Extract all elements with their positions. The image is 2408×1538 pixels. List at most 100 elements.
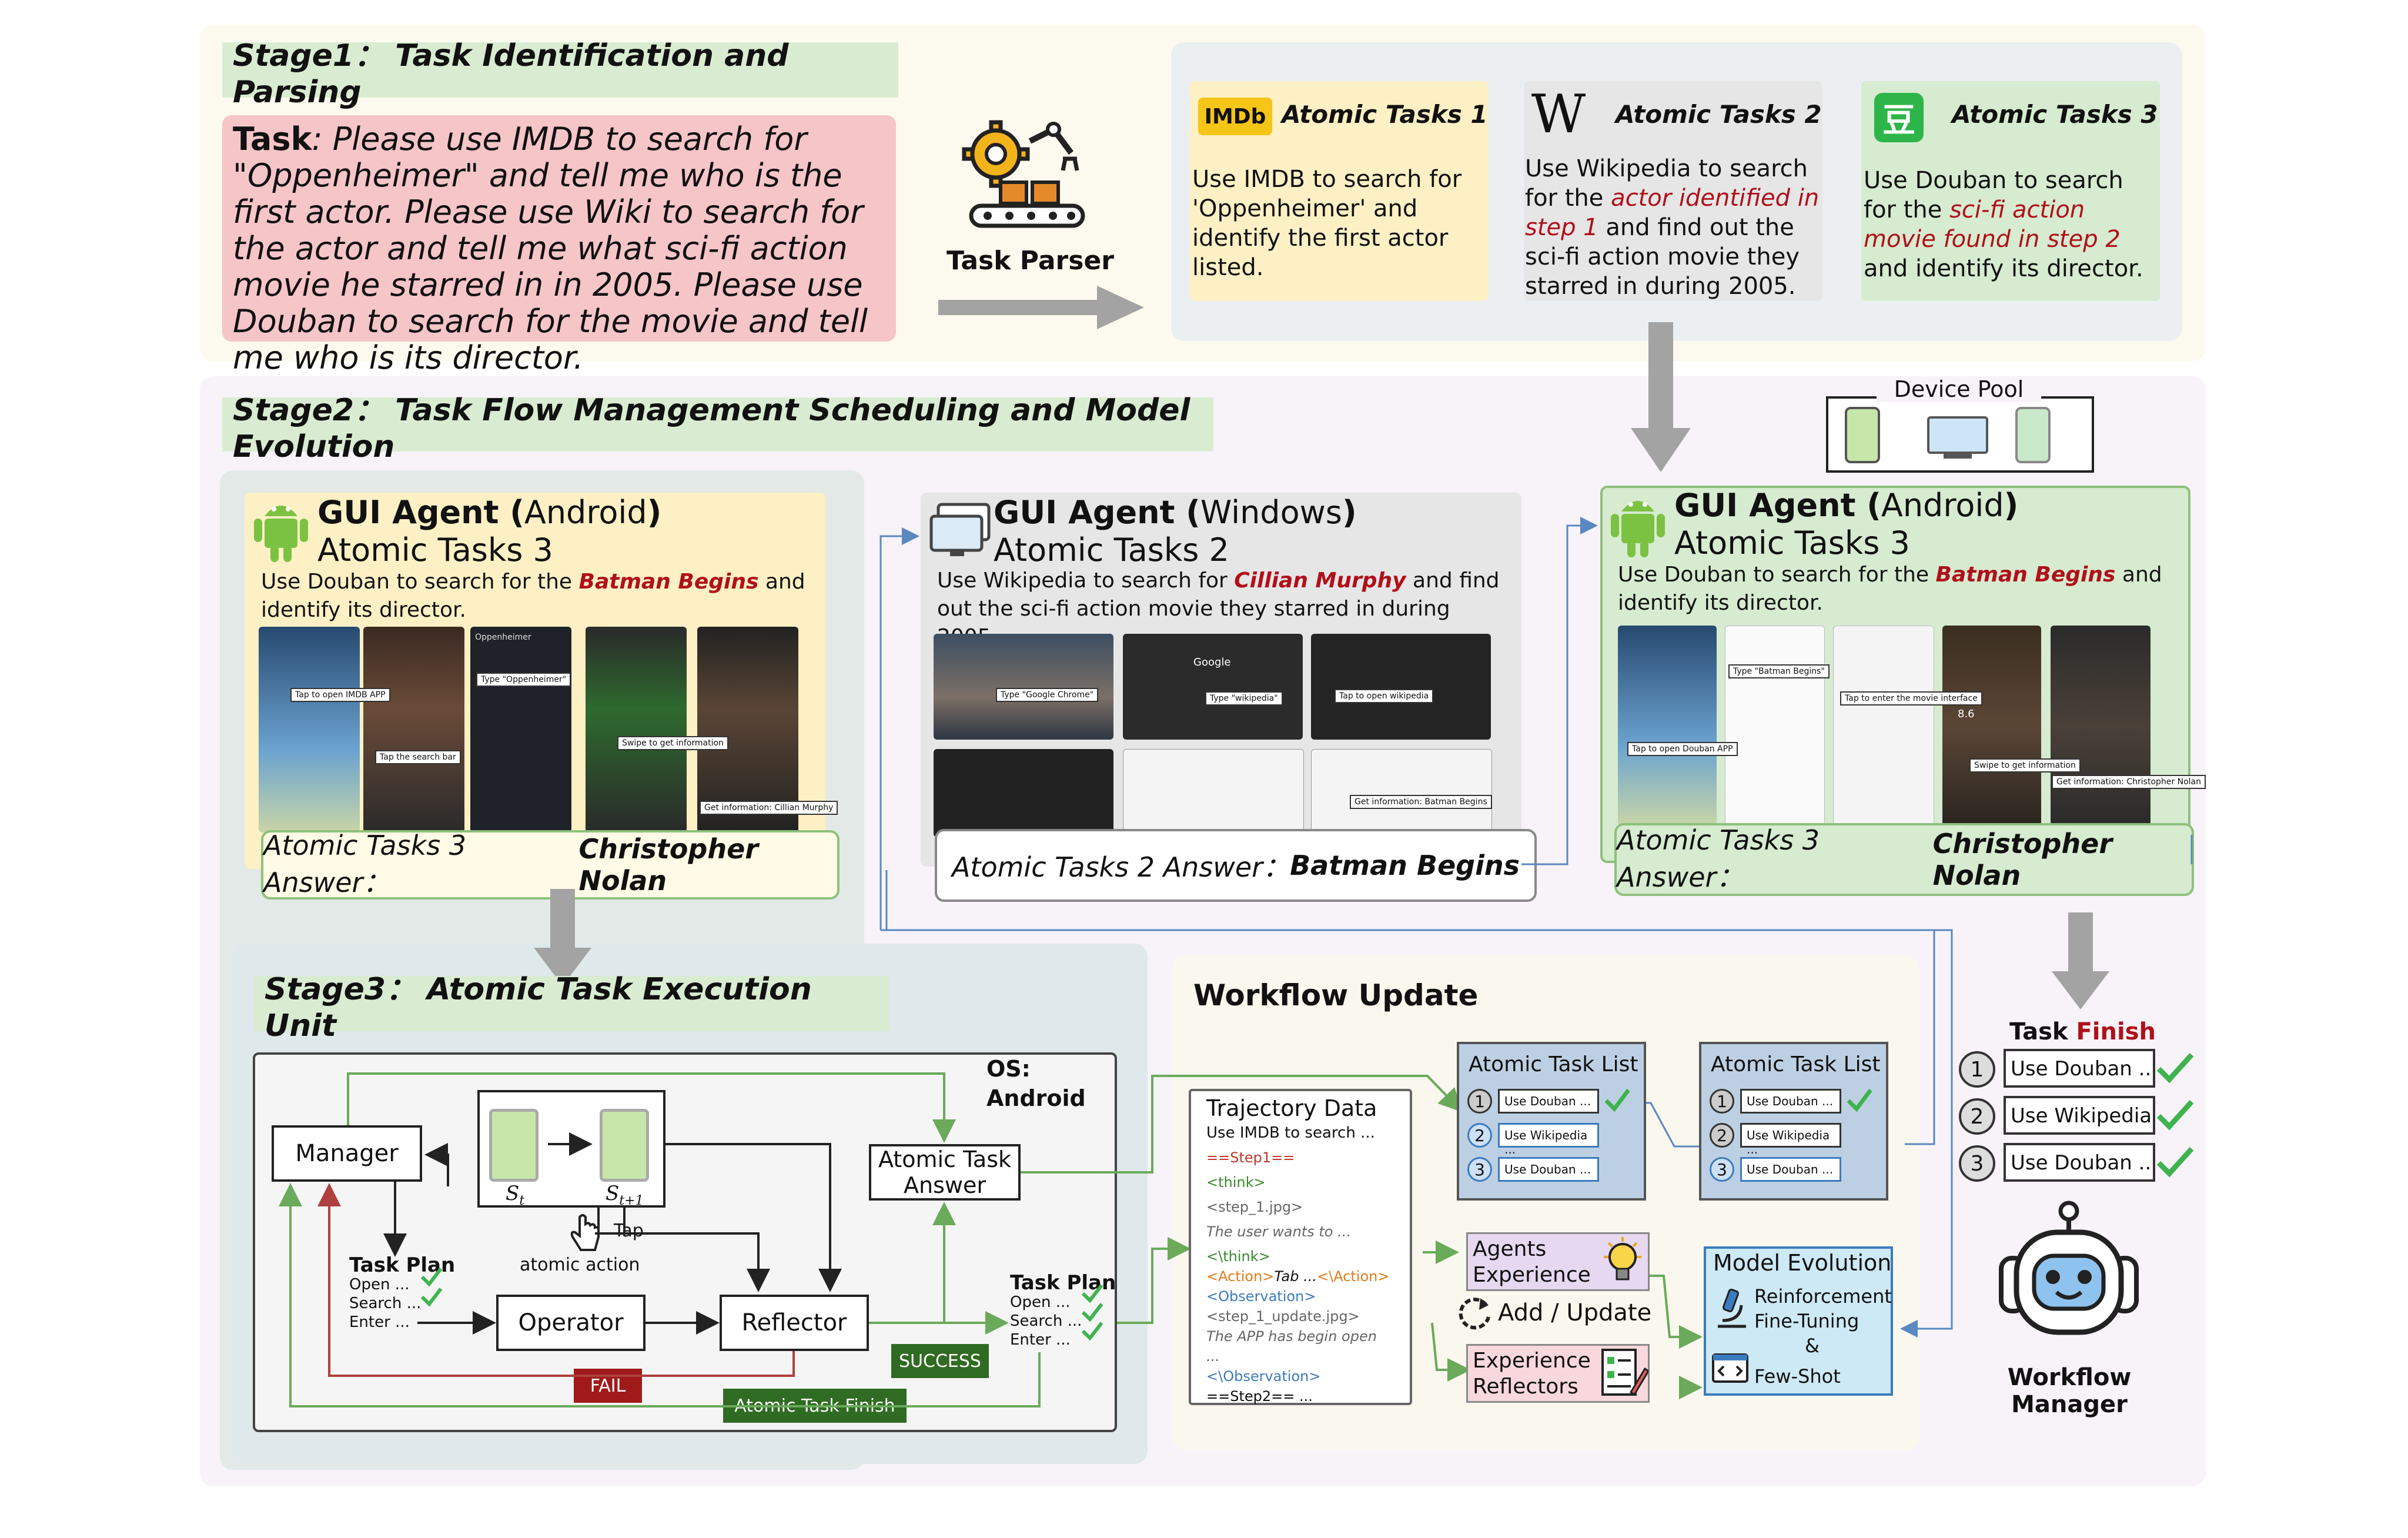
agent-mid-screen-5 [1123, 749, 1304, 838]
code-icon [1711, 1352, 1750, 1385]
agent-right-rating: 8.6 [1958, 708, 1975, 720]
task-description: Task: Please use IMDB to search for "Opp… [222, 115, 896, 376]
plan-right-item-1: Open ... [1010, 1293, 1071, 1311]
fail-badge: FAIL [574, 1369, 642, 1403]
agent-left-screen-4 [586, 627, 687, 832]
task-finish-title: Task Finish [2009, 1018, 2156, 1045]
parser-arrow [938, 281, 1150, 334]
trajectory-line-11: <\Observation> [1206, 1368, 1321, 1385]
agent-right-subtitle: Atomic Tasks 3 [1674, 524, 1910, 561]
task-finish-title-a: Task [2009, 1018, 2076, 1045]
trajectory-line-4: <step_1.jpg> [1206, 1199, 1303, 1215]
atomic-task-answer-line-2: Answer [904, 1172, 986, 1198]
task-parser-label: Task Parser [947, 246, 1114, 276]
refresh-icon [1454, 1293, 1493, 1332]
agent-right-name-c: ) [2004, 487, 2019, 524]
finish-item-3: Use Douban ... [2004, 1143, 2155, 1182]
agent-right-screen-5 [2051, 626, 2151, 825]
task-list-2-check-icon [1847, 1088, 1872, 1112]
state-t-label: St [506, 1182, 524, 1208]
agent-right-screen-1 [1618, 626, 1717, 825]
plan-right-item-2: Search ... [1010, 1312, 1082, 1330]
state-t1-phone [600, 1109, 649, 1182]
agent-left-name-a: GUI Agent ( [317, 494, 524, 531]
device-pool-icons [1840, 406, 2087, 464]
agent-mid-answer-a: Atomic Tasks 2 Answer： [951, 851, 1290, 883]
model-evolution-line-2: Fine-Tuning [1754, 1310, 1859, 1332]
agent-mid-desc-a: Use Wikipedia to search for [937, 569, 1235, 593]
finish-check-icons [2156, 1052, 2194, 1178]
plan-left-item-3: Enter ... [349, 1313, 410, 1331]
task-list-1-check-icon [1604, 1088, 1630, 1112]
imdb-logo-icon: IMDb [1198, 98, 1272, 135]
atomic-task-1-title: Atomic Tasks 1 [1282, 100, 1488, 129]
android-icon [1608, 493, 1667, 559]
agent-left-note-5: Get information: Cillian Murphy [700, 801, 838, 815]
task-label: Task [233, 121, 312, 158]
agent-right-note-4: Swipe to get information [1969, 758, 2081, 773]
agent-left-answer-b: Christopher Nolan [578, 833, 758, 897]
agent-left-note-4: Swipe to get information [617, 736, 728, 750]
trajectory-line-5: The user wants to ... [1206, 1223, 1351, 1240]
trajectory-action-close: <\Action> [1317, 1268, 1390, 1285]
plan-right-title: Task Plan [1010, 1271, 1116, 1295]
trajectory-action-body: Tab ... [1274, 1268, 1317, 1285]
agent-right-screen-4 [1942, 626, 2041, 825]
success-badge: SUCCESS [891, 1344, 989, 1378]
agent-mid-screen-6 [1311, 749, 1492, 838]
agent-mid-screen-1 [934, 634, 1113, 740]
task-list-1-num-2: 2 [1467, 1123, 1492, 1148]
task-list-1-item-2: Use Wikipedia ... [1498, 1123, 1599, 1156]
lightbulb-icon [1599, 1235, 1646, 1288]
agent-left-note-3: Tap the search bar [375, 750, 461, 764]
task-text: : Please use IMDB to search for "Oppenhe… [233, 121, 868, 376]
state-t1-s: S [606, 1182, 620, 1205]
trajectory-title: Trajectory Data [1206, 1095, 1377, 1121]
trajectory-line-1: Use IMDB to search ... [1206, 1124, 1375, 1142]
agent-left-screen-1 [259, 627, 360, 832]
agent-left-screen-5 [697, 627, 798, 832]
agent-right-desc-b: and identify its director. [1618, 563, 2162, 615]
agent-mid-screen-2 [1123, 634, 1303, 740]
task-list-2-num-1: 1 [1710, 1089, 1734, 1114]
agent-mid-screen-4 [934, 749, 1113, 837]
agent-left-name: GUI Agent (Android) [317, 494, 661, 531]
agent-left-desc: Use Douban to search for the Batman Begi… [261, 568, 814, 624]
operator-box: Operator [496, 1295, 646, 1351]
agent-right-note-1: Tap to open Douban APP [1627, 742, 1738, 756]
agent-mid-name-a: GUI Agent ( [994, 494, 1200, 531]
finish-num-3: 3 [1959, 1145, 1995, 1182]
workflow-manager-label-2: Manager [2011, 1391, 2128, 1418]
agent-mid-note-3: Tap to open wikipedia [1335, 689, 1434, 703]
os-label-2: Android [986, 1085, 1086, 1111]
model-evolution-line-3: & [1805, 1335, 1820, 1357]
trajectory-line-7: <Action>Tab ...<\Action> [1206, 1266, 1394, 1286]
agent-mid-google-text: Google [1193, 656, 1231, 668]
agent-right-note-2: Type "Batman Begins" [1728, 664, 1830, 678]
trajectory-line-3: <think> [1206, 1174, 1266, 1191]
agent-right-name-a: GUI Agent ( [1674, 487, 1881, 524]
tap-hand-icon [568, 1213, 603, 1255]
android-icon [252, 497, 310, 563]
os-label-1: OS: [986, 1056, 1031, 1082]
state-t-sub: t [519, 1193, 525, 1208]
task-list-2-num-3: 3 [1710, 1157, 1734, 1182]
trajectory-box: Trajectory Data Use IMDB to search ... =… [1189, 1089, 1412, 1405]
agent-left-desc-a: Use Douban to search for the [261, 570, 579, 594]
finish-num-2: 2 [1959, 1098, 1995, 1135]
agent-mid-name: GUI Agent (Windows) [994, 494, 1357, 531]
plan-right-item-3: Enter ... [1010, 1331, 1071, 1349]
agent-left-note-2: Type "Oppenheimer" [476, 673, 571, 687]
stage2-to-stage3-arrow [530, 889, 595, 989]
state-t1-sub: t+1 [619, 1193, 644, 1208]
agent-right-name-b: Android [1881, 487, 2004, 524]
agent-mid-name-c: ) [1342, 494, 1357, 531]
finish-item-2: Use Wikipedia ... [2004, 1096, 2155, 1135]
task-list-2-title: Atomic Task List [1711, 1052, 1881, 1076]
agent-right-answer: Atomic Tasks 3 Answer：Christopher Nolan [1614, 823, 2194, 896]
task-list-1-title: Atomic Task List [1469, 1052, 1638, 1076]
agent-mid-answer-b: Batman Begins [1290, 850, 1520, 881]
model-evolution-title: Model Evolution [1713, 1250, 1892, 1276]
atomic-action-label: atomic action [520, 1255, 640, 1275]
checklist-icon [1598, 1345, 1650, 1402]
